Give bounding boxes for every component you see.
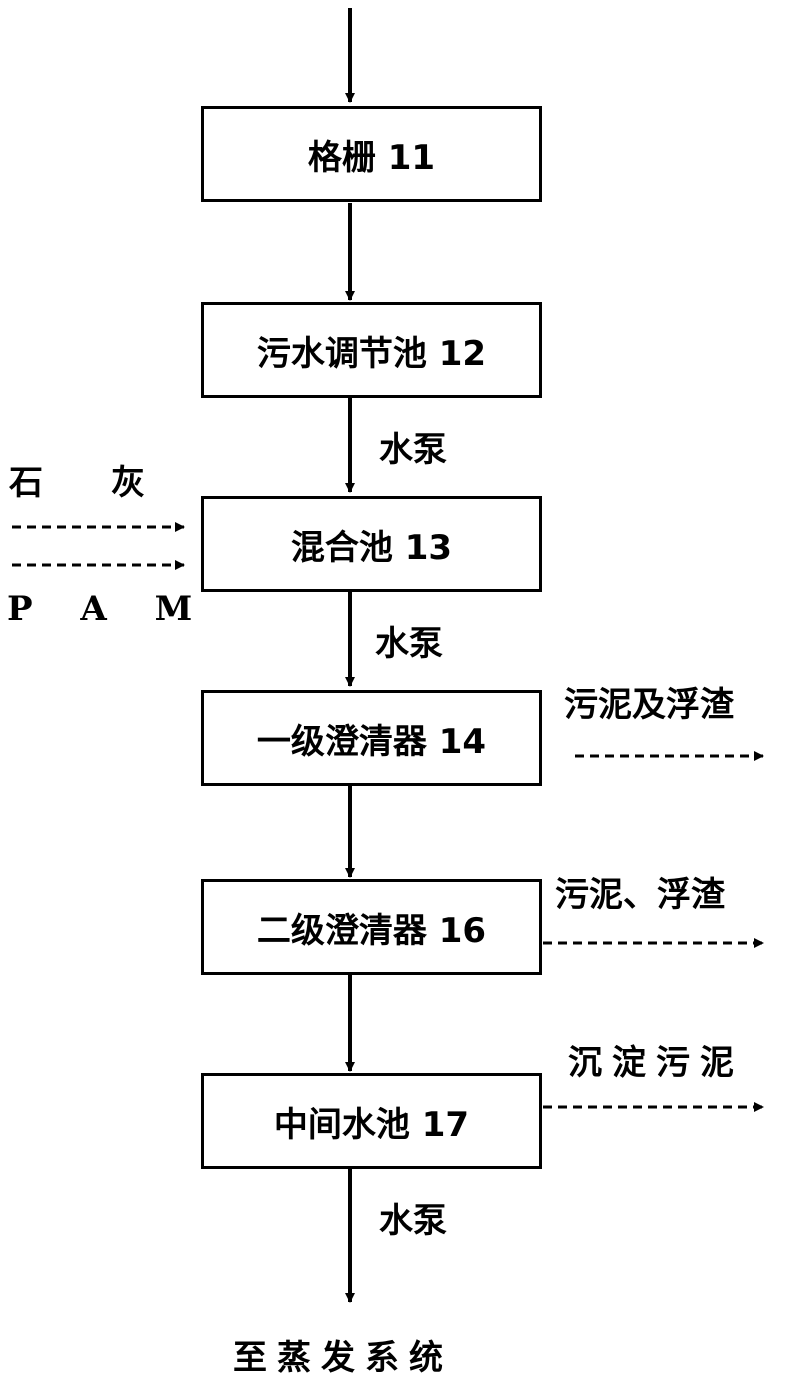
final-destination-label: 至蒸发系统 bbox=[233, 1338, 453, 1378]
dashed-input-arrows bbox=[12, 522, 185, 570]
primary-sludge-label: 污泥及浮渣 bbox=[564, 685, 734, 725]
settled-sludge-label: 沉淀污泥 bbox=[568, 1043, 744, 1083]
node-secondary-clarifier-label: 二级澄清器 16 bbox=[256, 910, 487, 951]
node-sewage-regulating-tank-label: 污水调节池 12 bbox=[256, 333, 487, 374]
node-intermediate-water-tank: 中间水池 17 bbox=[201, 1073, 542, 1169]
node-primary-clarifier-label: 一级澄清器 14 bbox=[256, 721, 487, 762]
node-grille-label: 格栅 11 bbox=[307, 137, 436, 178]
pump-label-2: 水泵 bbox=[375, 624, 443, 664]
node-mixing-tank-label: 混合池 13 bbox=[290, 527, 453, 568]
node-intermediate-water-tank-label: 中间水池 17 bbox=[273, 1104, 470, 1145]
node-mixing-tank: 混合池 13 bbox=[201, 496, 542, 592]
pump-label-1: 水泵 bbox=[379, 430, 447, 470]
node-sewage-regulating-tank: 污水调节池 12 bbox=[201, 302, 542, 398]
secondary-sludge-label: 污泥、浮渣 bbox=[555, 875, 725, 915]
node-primary-clarifier: 一级澄清器 14 bbox=[201, 690, 542, 786]
node-secondary-clarifier: 二级澄清器 16 bbox=[201, 879, 542, 975]
node-grille: 格栅 11 bbox=[201, 106, 542, 202]
pump-label-3: 水泵 bbox=[379, 1201, 447, 1241]
lime-input-label: 石 灰 bbox=[9, 463, 145, 503]
dashed-output-arrows bbox=[543, 751, 764, 1112]
pam-input-label: P A M bbox=[7, 589, 211, 629]
